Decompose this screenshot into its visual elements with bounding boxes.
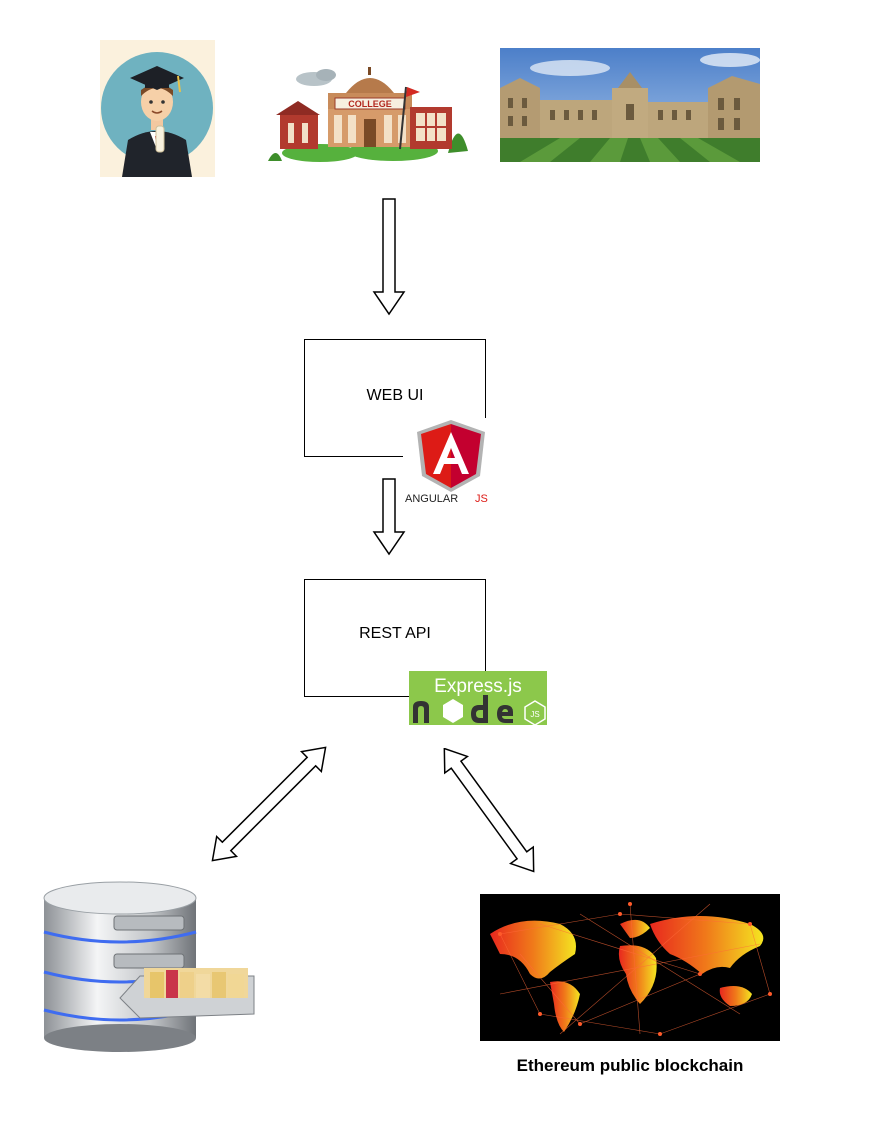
college-clipart: COLLEGE	[268, 65, 470, 165]
arrow-api-blockchain	[435, 748, 545, 874]
svg-text:JS: JS	[530, 710, 539, 719]
angularjs-logo: ANGULAR JS	[403, 418, 499, 504]
arrow-down-to-rest-api	[372, 478, 406, 556]
web-ui-label: WEB UI	[366, 387, 424, 404]
angular-logo-js: JS	[475, 493, 488, 504]
rest-api-label: REST API	[359, 625, 431, 642]
express-logo-text: Express.js	[434, 676, 522, 697]
university-campus-photo	[500, 48, 760, 162]
angular-logo-text: ANGULAR	[405, 493, 458, 504]
graduate-icon	[100, 40, 215, 177]
blockchain-caption: Ethereum public blockchain	[516, 1056, 744, 1075]
express-node-logo: Express.js JS	[409, 671, 547, 725]
database-server-icon	[40, 880, 256, 1056]
college-sign: COLLEGE	[348, 99, 392, 109]
arrow-down-to-web-ui	[372, 198, 406, 316]
arrow-api-database	[205, 742, 335, 868]
world-network-map	[480, 894, 780, 1041]
